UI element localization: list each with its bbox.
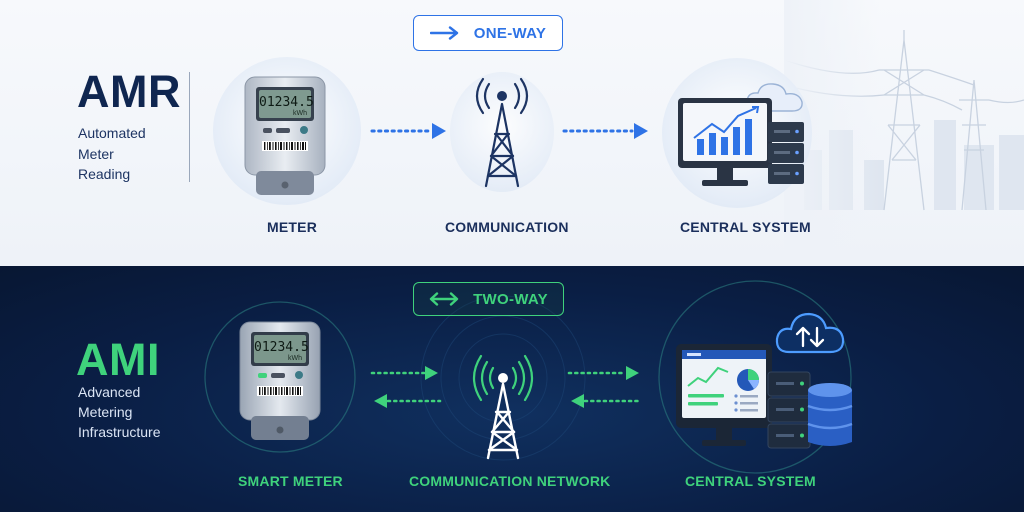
ami-title: AMI xyxy=(76,334,160,385)
amr-subtitle: Automated Meter Reading xyxy=(78,123,188,185)
two-way-label: TWO-WAY xyxy=(473,290,548,308)
meter-reading: 01234.5 xyxy=(259,95,314,110)
smart-meter-label: SMART METER xyxy=(238,473,343,489)
amr-section: AMR Automated Meter Reading ONE-WAY xyxy=(0,0,1024,266)
amr-subtitle-line: Automated xyxy=(78,125,146,141)
cloud-icon xyxy=(775,312,845,354)
central-system-label: CENTRAL SYSTEM xyxy=(680,219,811,235)
arrow-left-icon xyxy=(374,394,442,408)
background-rings xyxy=(204,280,852,474)
meter-unit: kWh xyxy=(293,110,307,117)
arrow-right-icon xyxy=(370,123,446,139)
power-pylon-icon xyxy=(784,0,1024,266)
central-system-label: CENTRAL SYSTEM xyxy=(685,473,816,489)
electric-meter-icon xyxy=(244,76,326,195)
arrow-right-icon xyxy=(429,26,458,40)
ami-subtitle-line: Advanced xyxy=(78,384,141,400)
arrow-right-icon xyxy=(370,366,438,380)
communication-network-label: COMMUNICATION NETWORK xyxy=(409,473,611,489)
ami-subtitle-line: Metering xyxy=(78,404,133,420)
ami-subtitle: Advanced Metering Infrastructure xyxy=(78,382,198,442)
arrow-right-icon xyxy=(567,366,639,380)
one-way-badge: ONE-WAY xyxy=(413,15,563,51)
up-down-arrows-icon xyxy=(795,326,825,348)
radio-tower-icon xyxy=(472,354,534,460)
electric-meter-icon xyxy=(239,321,321,440)
two-way-badge: TWO-WAY xyxy=(413,282,564,316)
amr-subtitle-line: Reading xyxy=(78,166,131,182)
database-icon xyxy=(807,383,853,446)
smart-meter-unit: kWh xyxy=(288,355,302,362)
arrow-left-right-icon xyxy=(429,292,459,306)
amr-subtitle-line: Meter xyxy=(78,145,114,162)
smart-meter-reading: 01234.5 xyxy=(254,340,309,355)
one-way-label: ONE-WAY xyxy=(473,24,547,42)
ami-section: AMI Advanced Metering Infrastructure TWO… xyxy=(0,266,1024,512)
ami-subtitle-line: Infrastructure xyxy=(78,424,161,440)
arrow-right-icon xyxy=(562,123,648,139)
monitor-server-icon xyxy=(678,98,804,186)
amr-divider xyxy=(189,72,190,182)
amr-title: AMR xyxy=(77,66,181,117)
meter-label: METER xyxy=(267,219,317,235)
monitor-server-icon xyxy=(676,344,853,449)
communication-label: COMMUNICATION xyxy=(445,219,569,235)
meter-display: 01234.5 kWh xyxy=(259,91,314,119)
smart-meter-display: 01234.5 kWh xyxy=(254,336,309,364)
arrow-left-icon xyxy=(571,394,643,408)
radio-tower-icon xyxy=(475,77,529,188)
